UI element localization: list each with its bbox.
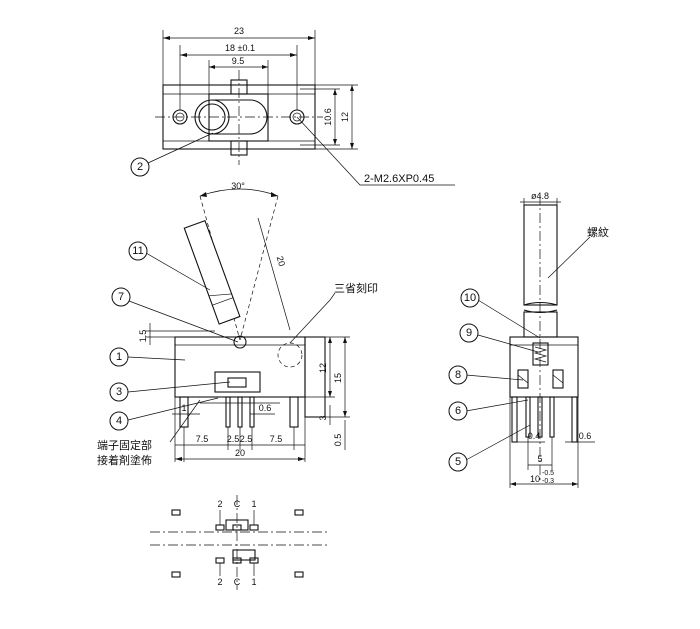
dim-bottom-seg-1: 7.5: [196, 434, 209, 444]
callout-5-circle: [448, 452, 468, 472]
pin-top-1: 1: [251, 499, 256, 509]
terminal-note-line1: 端子固定部: [97, 438, 152, 452]
callout-5: 5: [455, 456, 461, 468]
dim-pin-06: 0.6: [259, 403, 272, 413]
callout-3-circle: [109, 382, 129, 402]
dim-inner-height: 10.6: [323, 108, 333, 126]
callout-7-circle: [111, 287, 131, 307]
pin-bottom-c: C: [234, 577, 241, 587]
callout-8-circle: [448, 365, 468, 385]
terminal-note-line2: 接着剤塗佈: [97, 453, 152, 467]
front-view: 30° 20 1.5: [97, 181, 378, 467]
pin-bottom-1: 1: [251, 577, 256, 587]
callout-10: 10: [464, 292, 476, 304]
callout-4-circle: [109, 411, 129, 431]
callout-11-circle: [128, 241, 148, 261]
dim-bottom-seg-2: 2.5: [227, 434, 240, 444]
top-view: 23 18 ±0.1 9.5: [130, 26, 455, 186]
callout-9-circle: [459, 323, 479, 343]
thread-note: 螺紋: [587, 225, 609, 239]
callout-1-circle: [109, 347, 129, 367]
dim-hole-spacing: 18 ±0.1: [225, 43, 255, 53]
pin-bottom-2: 2: [217, 577, 222, 587]
callout-10-circle: [460, 288, 480, 308]
dim-lever-length: 20: [275, 255, 287, 267]
dim-slot-width: 9.5: [232, 56, 245, 66]
dim-side-pin-04: 0.4: [528, 431, 541, 441]
callout-6-circle: [448, 401, 468, 421]
dim-overall-width: 23: [234, 26, 244, 36]
pcb-footprint: 2 C 1 2 C 1: [150, 495, 330, 590]
dim-foot-05: 0.5: [333, 434, 343, 447]
pin-top-c: C: [234, 499, 241, 509]
callout-7: 7: [118, 291, 124, 303]
callout-8: 8: [455, 369, 461, 381]
dim-bottom-seg-3: 2.5: [240, 434, 253, 444]
dim-side-pitch: 5: [537, 454, 542, 464]
dim-side-width-tol-upper: -0.5: [542, 470, 554, 477]
dim-bottom-total: 20: [235, 448, 245, 458]
side-view: ø4.8 螺紋 0.4 0.6 5: [448, 191, 609, 488]
dim-outer-height: 12: [340, 112, 350, 122]
dim-side-width: 10: [530, 474, 540, 484]
callout-9: 9: [466, 327, 472, 339]
dim-angle: 30°: [231, 181, 245, 191]
dim-height-15: 15: [333, 373, 343, 383]
stamp-note: 三省刻印: [334, 281, 378, 295]
dim-foot-3: 3: [318, 415, 328, 420]
screw-note: 2-M2.6XP0.45: [364, 173, 434, 185]
dim-bottom-seg-4: 7.5: [270, 434, 283, 444]
pin-top-2: 2: [217, 499, 222, 509]
callout-6: 6: [455, 405, 461, 417]
callout-11: 11: [132, 245, 143, 257]
callout-2: 2: [137, 161, 143, 173]
dim-height-12: 12: [318, 363, 328, 373]
dim-side-width-tol-lower: -0.3: [542, 478, 554, 485]
callout-2-circle: [130, 157, 150, 177]
dim-side-pin-06: 0.6: [579, 431, 592, 441]
dim-pin-1: 1: [181, 403, 186, 413]
callout-3: 3: [116, 386, 122, 398]
callout-4: 4: [116, 415, 122, 427]
callout-1: 1: [116, 351, 122, 363]
dim-lever-offset: 1.5: [138, 330, 148, 343]
